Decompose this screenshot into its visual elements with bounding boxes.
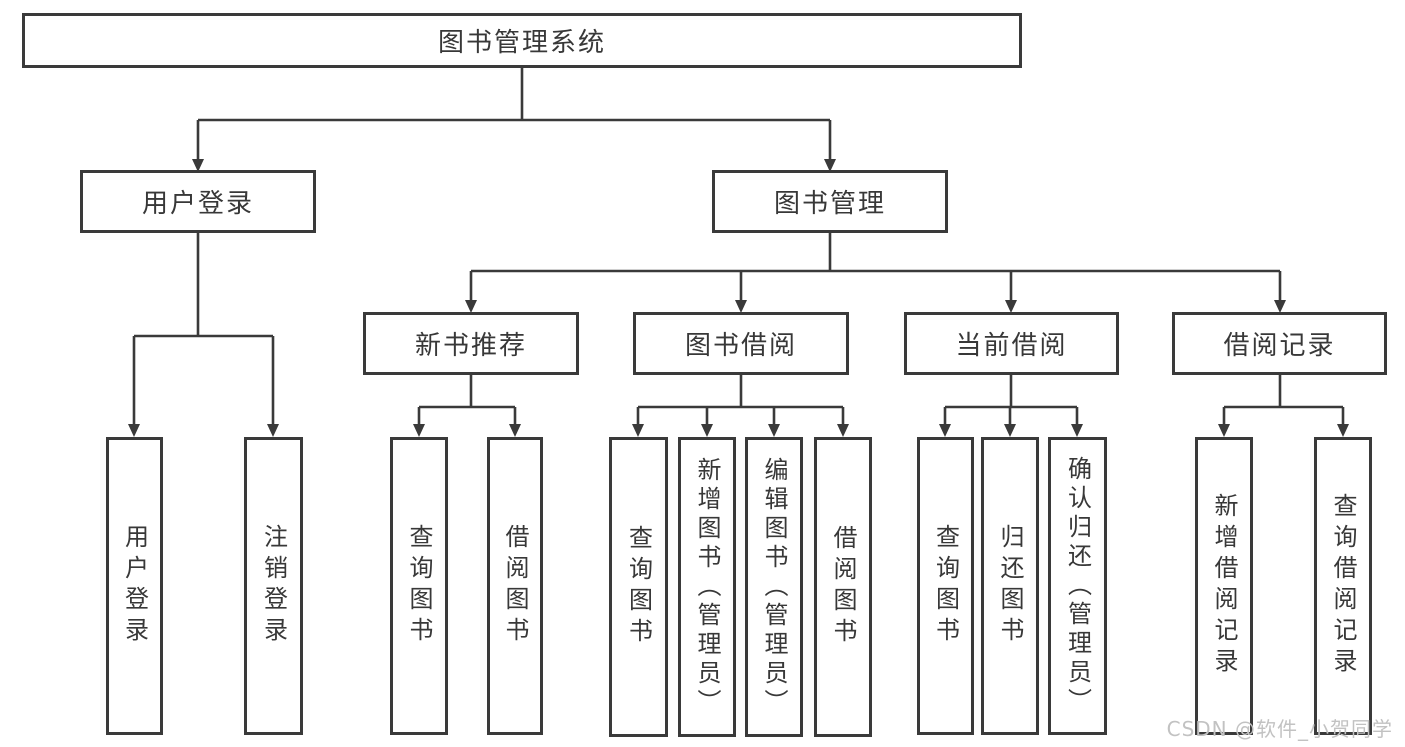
connector-group-new-book-recommend — [413, 375, 521, 437]
leaf-borrow-books-recommend: 借阅图书 — [487, 437, 543, 735]
connector-group-book-borrow — [632, 375, 849, 437]
node-book-management: 图书管理 — [712, 170, 948, 233]
leaf-query-books-recommend: 查询图书 — [390, 437, 448, 735]
connector-group-current-borrow — [939, 375, 1083, 437]
connector-group-book-management — [465, 233, 1286, 313]
leaf-query-books-current: 查询图书 — [917, 437, 974, 735]
connector-group-user-login — [128, 233, 279, 437]
node-book-borrow: 图书借阅 — [633, 312, 849, 375]
leaf-confirm-return-admin: 确认归还（管理员） — [1048, 437, 1107, 735]
leaf-logout: 注销登录 — [244, 437, 303, 735]
node-borrow-records: 借阅记录 — [1172, 312, 1387, 375]
node-new-book-recommend: 新书推荐 — [363, 312, 579, 375]
connector-group-borrow-records — [1218, 375, 1349, 437]
leaf-query-books-borrow: 查询图书 — [609, 437, 668, 737]
csdn-watermark: CSDN @软件_小贺同学 — [1166, 717, 1393, 741]
leaf-borrow-books-borrow: 借阅图书 — [814, 437, 872, 737]
node-user-login: 用户登录 — [80, 170, 316, 233]
leaf-edit-book-admin: 编辑图书（管理员） — [745, 437, 803, 737]
leaf-add-book-admin: 新增图书（管理员） — [678, 437, 736, 737]
leaf-query-borrow-record: 查询借阅记录 — [1314, 437, 1372, 735]
leaf-return-book: 归还图书 — [981, 437, 1039, 735]
connector-group-root — [192, 68, 836, 172]
leaf-user-login: 用户登录 — [106, 437, 163, 735]
node-root: 图书管理系统 — [22, 13, 1022, 68]
leaf-add-borrow-record: 新增借阅记录 — [1195, 437, 1253, 735]
node-current-borrow: 当前借阅 — [904, 312, 1119, 375]
